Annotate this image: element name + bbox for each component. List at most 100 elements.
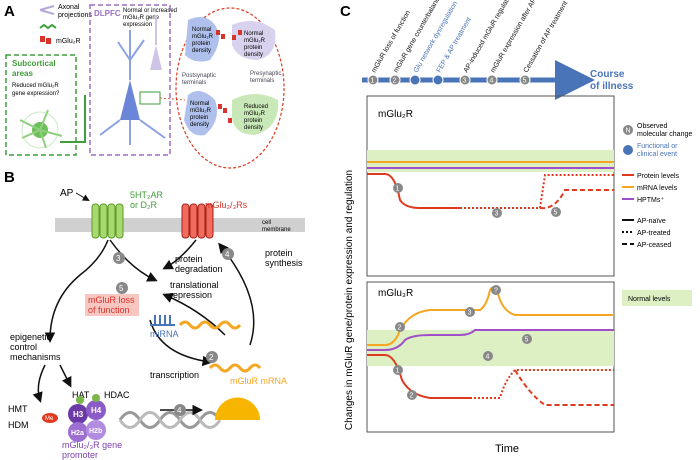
dlpfc-desc-2: mGlu₂R gene (123, 15, 160, 21)
green-neuron-icon (19, 109, 63, 149)
ap-label: AP (60, 188, 74, 199)
panel-b-label: B (4, 169, 15, 186)
box4-l1: Reduced (244, 104, 268, 110)
hat-label: HAT (72, 390, 90, 400)
protein-synthesis-1: protein (265, 248, 293, 258)
cell-membrane-l1: cell (262, 220, 271, 226)
dlpfc-desc-3: expression (123, 22, 152, 28)
translational-repression-2: repression (170, 290, 212, 300)
receptor-cluster-icons (216, 30, 242, 123)
axonal-legend-icon (39, 5, 55, 15)
timeline-marker-number: 3 (463, 78, 467, 85)
dlpfc-title: DLPFC (94, 9, 121, 18)
pre-terminal-bottom (232, 94, 279, 135)
box2-l4: density (244, 52, 263, 58)
legend-naive: AP-naïve (637, 218, 666, 225)
gpcr-green-icon (91, 203, 124, 239)
course-1: Course (590, 69, 625, 80)
svg-text:1: 1 (396, 186, 400, 193)
svg-text:3: 3 (495, 211, 499, 218)
me-label: Me (45, 416, 54, 422)
bottom-curves (367, 286, 614, 406)
box2-l1: Normal (244, 31, 263, 37)
plot-top-frame (366, 95, 615, 277)
top-protein-ceased (539, 189, 614, 210)
presynaptic-l2: terminals (250, 78, 274, 84)
step-markers-b: 3 5 4 2 4 (113, 248, 234, 416)
timeline-marker (459, 74, 471, 86)
svg-text:4: 4 (225, 250, 230, 259)
legend-normal: Normal levels (628, 296, 671, 303)
legend-observed-1: Observed (637, 123, 667, 130)
cell-membrane-l2: membrane (262, 227, 291, 233)
svg-text:5: 5 (554, 210, 558, 217)
top-markers: 1 3 5 (393, 183, 561, 218)
legend-c: N Observed molecular change Functional o… (622, 123, 692, 306)
presynaptic-l1: Presynaptic (250, 71, 281, 77)
y-axis-label: Changes in mGluR gene/protein expression… (344, 170, 355, 430)
subcortical-q-1: Reduced mGlu₂R (12, 83, 59, 89)
loss-of-function-1: mGluR loss (88, 295, 135, 305)
timeline-marker (367, 74, 379, 86)
legend-protein: Protein levels (637, 173, 680, 180)
subcortical-projection (60, 95, 86, 143)
panel-a: A Axonal projections mGlu₂R Subcortical … (4, 3, 285, 169)
protein-degradation-1: protein (175, 254, 203, 264)
legend-hptm: HPTMs⁺ (637, 197, 664, 204)
plot-bottom-title: mGlu₃R (378, 288, 413, 299)
epigenetic-2: control (10, 342, 37, 352)
dlpfc-box (89, 4, 171, 156)
timeline-event-label: AP-induced mGluR regulation (463, 0, 515, 74)
top-curves (367, 161, 614, 210)
dlpfc-desc-1: Normal or increased (123, 8, 177, 14)
mrna-strand (208, 363, 262, 373)
panel-c-label: C (340, 3, 351, 20)
plot-top-title: mGlu₂R (378, 109, 413, 120)
timeline-marker (432, 74, 444, 86)
svg-text:5: 5 (525, 337, 529, 344)
legend-functional-2: clinical event (637, 151, 677, 158)
svg-text:4: 4 (486, 354, 490, 361)
timeline-marker-number: 4 (490, 78, 494, 85)
postsynaptic-l1: Postsynaptic (182, 73, 216, 79)
me-tag (42, 413, 58, 423)
arrow-repression (162, 293, 226, 336)
protein-synthesis-2: synthesis (265, 258, 303, 268)
svg-text:2: 2 (398, 325, 402, 332)
receptor-mglu: mGlu₂/₃Rs (205, 200, 248, 210)
bottom-hptm (367, 329, 614, 351)
timeline-marker-number: 5 (523, 78, 527, 85)
epigenetic-1: epigenetic (10, 332, 52, 342)
legend-mrna: mRNA levels (637, 185, 678, 192)
h2b-label: H2b (89, 428, 102, 435)
subcortical-box (5, 54, 77, 156)
hmt-label: HMT (8, 404, 28, 414)
timeline-marker (389, 74, 401, 86)
bottom-protein-treated (470, 369, 614, 399)
arrow-epi-down (32, 364, 46, 403)
subcortical-title-2: areas (12, 69, 33, 78)
legend-functional-1: Functional or (637, 143, 678, 150)
svg-text:3: 3 (468, 310, 472, 317)
arrow-transcription (149, 319, 213, 367)
zoom-circle (175, 7, 285, 169)
svg-text:2: 2 (410, 393, 414, 400)
box4-l2: mGlu₂R (244, 111, 266, 117)
histone-h2b (86, 420, 106, 440)
arrow-to-loss (109, 239, 158, 282)
box1-l1: Normal (192, 27, 211, 33)
box1-l3: protein (192, 41, 210, 47)
functional-icon (623, 145, 633, 155)
rna-polymerase-icon (215, 397, 260, 420)
legend-axonal-line2: projections (58, 12, 92, 19)
timeline-marker-number: 1 (371, 78, 375, 85)
ac-tag-2 (92, 394, 100, 402)
postsynaptic-l2: terminals (182, 80, 206, 86)
h3-label: H3 (73, 410, 84, 419)
legend-treated: AP-treated (637, 230, 671, 237)
h4-label: H4 (91, 406, 102, 415)
box3-l1: Normal (190, 101, 209, 107)
bottom-protein-naive (367, 354, 470, 399)
hdac-label: HDAC (104, 390, 130, 400)
